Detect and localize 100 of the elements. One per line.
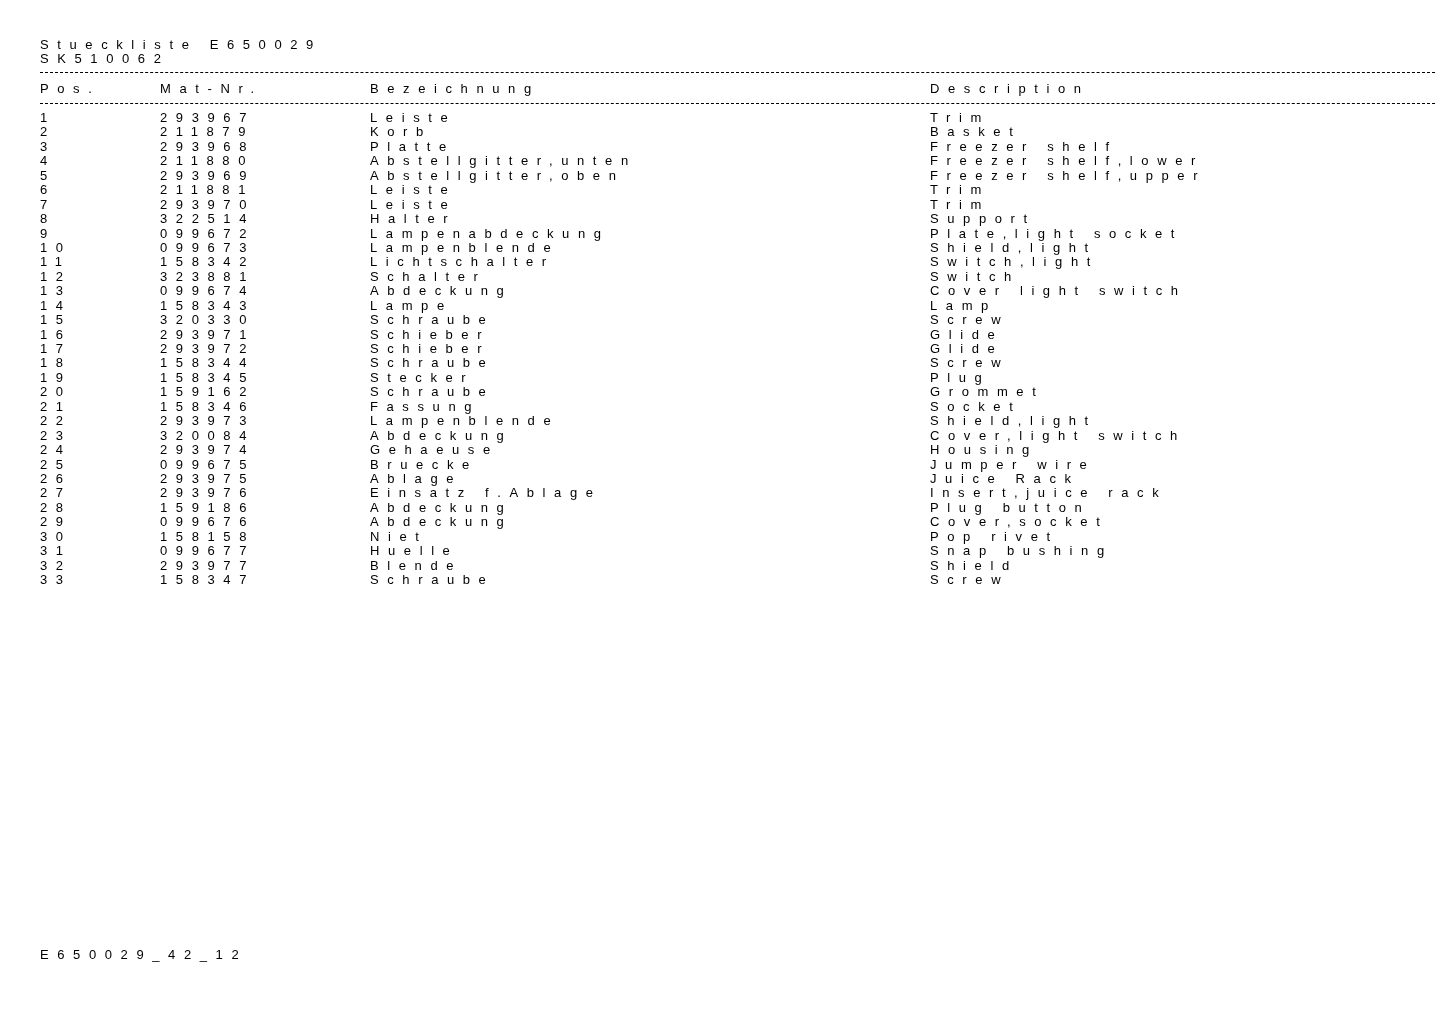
english-part-description: Shield,light: [930, 240, 1097, 255]
english-part-description: Plug: [930, 370, 991, 385]
material-number: 320084: [160, 428, 255, 443]
english-part-description: Trim: [930, 111, 990, 125]
german-part-name: Abdeckung: [370, 515, 513, 530]
position-number: 12: [40, 269, 72, 284]
english-part-description: Switch: [930, 269, 1020, 284]
position-number: 28: [40, 500, 72, 515]
german-part-name: Niet: [370, 529, 428, 544]
position-number: 32: [40, 558, 72, 573]
german-part-name: Abdeckung: [370, 428, 513, 443]
german-part-name: Schieber: [370, 327, 491, 342]
german-part-name: Gehaeuse: [370, 443, 499, 458]
english-part-description: Trim: [930, 197, 990, 212]
position-number: 9: [40, 226, 56, 241]
position-number: 3: [40, 139, 56, 154]
english-part-description: Lamp: [930, 298, 997, 313]
english-part-description: Screw: [930, 313, 1010, 328]
column-header: Bezeichnung: [370, 82, 540, 96]
material-number: 099673: [160, 240, 255, 255]
material-number: 293968: [160, 139, 255, 154]
english-part-description: Support: [930, 212, 1036, 227]
position-number: 20: [40, 385, 72, 400]
position-number: 5: [40, 168, 56, 183]
material-number: 293977: [160, 558, 255, 573]
material-number: 159162: [160, 385, 255, 400]
material-number: 293973: [160, 414, 255, 429]
position-number: 8: [40, 212, 56, 227]
german-part-name: Einsatz f.Ablage: [370, 486, 602, 501]
material-number: 158344: [160, 356, 255, 371]
german-part-name: Abdeckung: [370, 500, 513, 515]
english-part-description: Shield,light: [930, 414, 1097, 429]
german-part-name: Abdeckung: [370, 284, 513, 299]
material-number: 211880: [160, 154, 254, 169]
english-part-description: Cover light switch: [930, 284, 1187, 299]
drawing-reference: E650029_42_12: [40, 948, 248, 962]
german-part-name: Lampenabdeckung: [370, 226, 610, 241]
english-part-description: Socket: [930, 399, 1022, 414]
material-number: 293976: [160, 486, 255, 501]
material-number: 099677: [160, 544, 255, 559]
german-part-name: Lampe: [370, 298, 453, 313]
material-number: 293971: [160, 327, 255, 342]
english-part-description: Snap bushing: [930, 544, 1113, 559]
german-part-name: Schraube: [370, 573, 495, 588]
german-part-name: Leiste: [370, 183, 457, 198]
english-part-description: Freezer shelf,lower: [930, 154, 1204, 169]
material-number: 293969: [160, 168, 255, 183]
german-part-name: Schraube: [370, 356, 495, 371]
german-part-name: Korb: [370, 125, 432, 140]
material-number: 158346: [160, 399, 255, 414]
position-number: 27: [40, 486, 72, 501]
german-part-name: Bruecke: [370, 457, 478, 472]
german-part-name: Lichtschalter: [370, 255, 555, 270]
material-number: 099674: [160, 284, 255, 299]
position-number: 7: [40, 197, 56, 212]
position-number: 17: [40, 342, 72, 357]
position-number: 22: [40, 414, 72, 429]
english-part-description: Shield: [930, 558, 1018, 573]
english-part-description: Plug button: [930, 500, 1091, 515]
position-number: 16: [40, 327, 72, 342]
material-number: 293970: [160, 197, 255, 212]
english-part-description: Juice Rack: [930, 472, 1080, 486]
german-part-name: Leiste: [370, 111, 457, 125]
material-number: 293975: [160, 472, 255, 486]
german-part-name: Schalter: [370, 269, 487, 284]
position-number: 18: [40, 356, 72, 371]
position-number: 6: [40, 183, 56, 198]
position-number: 11: [40, 255, 71, 270]
english-part-description: Switch,light: [930, 255, 1099, 270]
english-part-description: Jumper wire: [930, 457, 1096, 472]
material-number: 322514: [160, 212, 255, 227]
material-number: 158342: [160, 255, 255, 270]
german-part-name: Schraube: [370, 313, 495, 328]
position-number: 4: [40, 154, 56, 169]
english-part-description: Glide: [930, 327, 1004, 342]
material-number: 099675: [160, 457, 255, 472]
german-part-name: Lampenblende: [370, 414, 560, 429]
english-part-description: Housing: [930, 443, 1038, 458]
german-part-name: Abstellgitter,unten: [370, 154, 637, 169]
position-number: 33: [40, 573, 72, 588]
position-number: 15: [40, 313, 72, 328]
english-part-description: Insert,juice rack: [930, 486, 1168, 501]
material-number: 323881: [160, 269, 255, 284]
german-part-name: Huelle: [370, 544, 459, 559]
english-part-description: Freezer shelf,upper: [930, 168, 1207, 183]
position-number: 30: [40, 529, 72, 544]
material-number: 158345: [160, 370, 255, 385]
english-part-description: Screw: [930, 356, 1010, 371]
material-number: 099676: [160, 515, 255, 530]
column-header: Pos.: [40, 82, 101, 96]
german-part-name: Leiste: [370, 197, 457, 212]
position-number: 1: [40, 111, 56, 125]
column-header: Description: [930, 82, 1090, 96]
material-number: 211881: [160, 183, 254, 198]
position-number: 10: [40, 240, 72, 255]
position-number: 13: [40, 284, 72, 299]
position-number: 23: [40, 428, 72, 443]
german-part-name: Halter: [370, 212, 457, 227]
german-part-name: Blende: [370, 558, 463, 573]
position-number: 14: [40, 298, 72, 313]
